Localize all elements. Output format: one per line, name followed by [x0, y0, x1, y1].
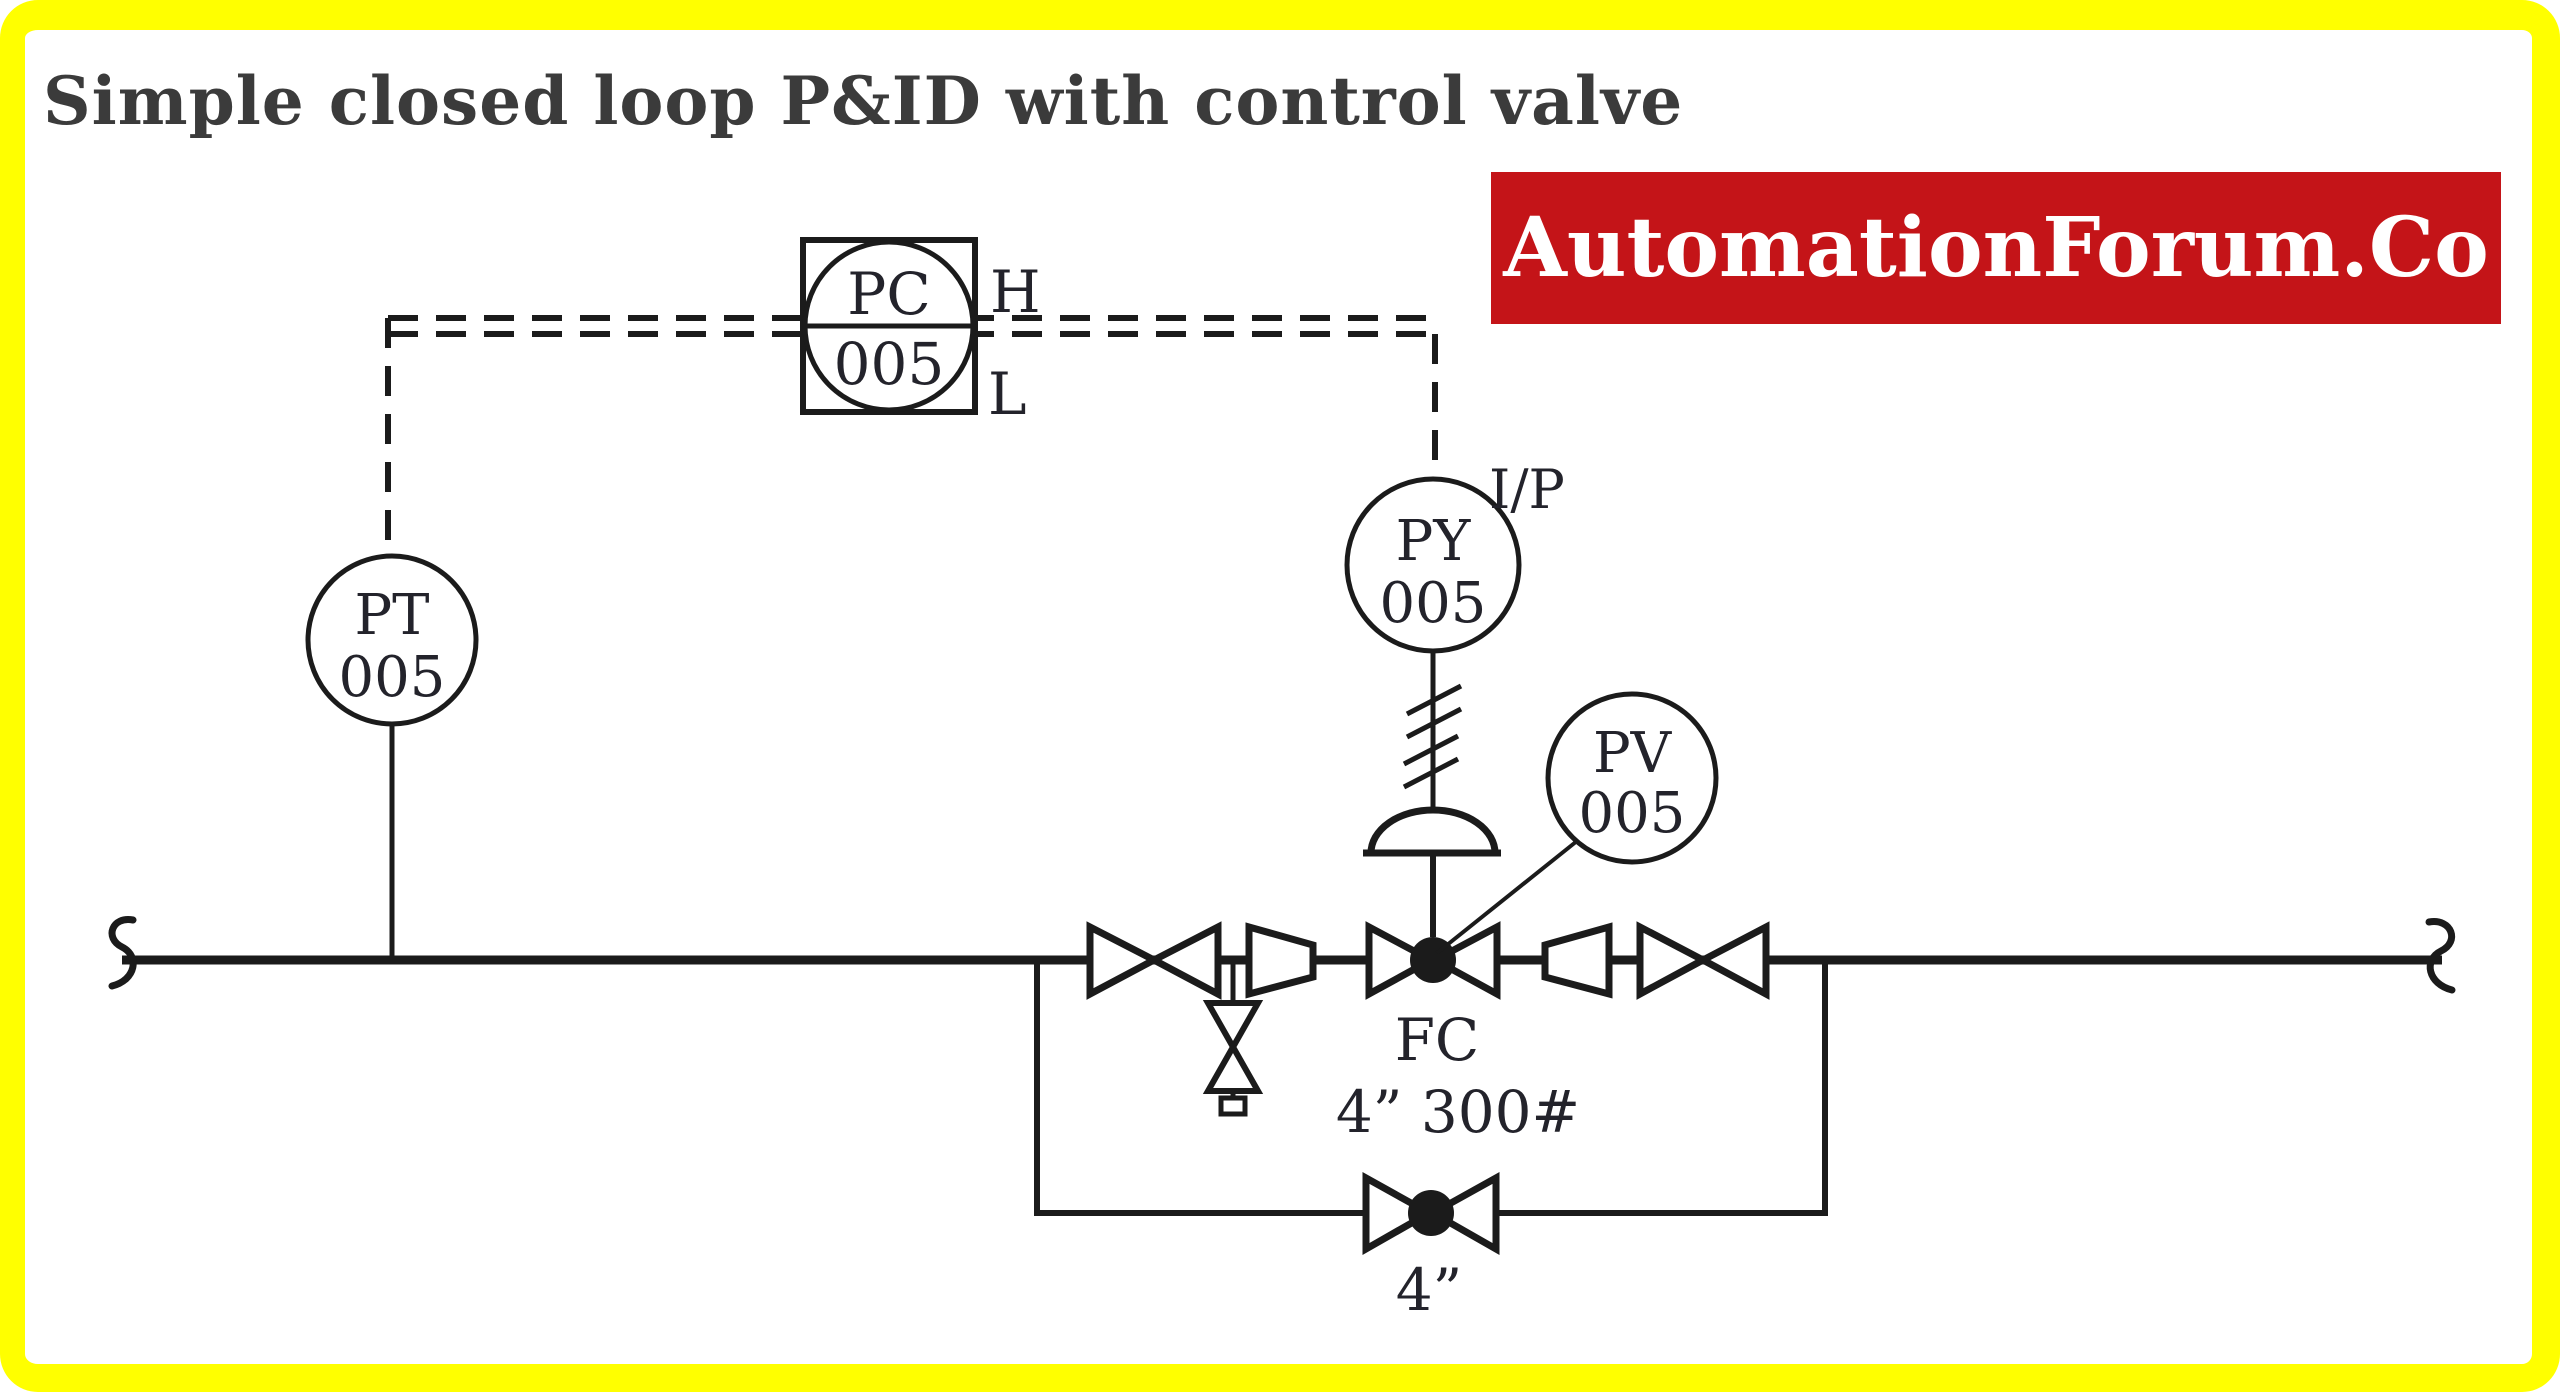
pneumatic-signal-line	[1402, 651, 1463, 810]
drain-valve-icon	[1202, 960, 1264, 1117]
high-alarm-label: H	[990, 258, 1041, 326]
pv-tag-function: PV	[1593, 721, 1673, 786]
control-valve-size-label: 4” 300#	[1336, 1078, 1580, 1146]
bypass-valve-size-label: 4”	[1396, 1256, 1463, 1324]
pt-tag-number: 005	[339, 645, 446, 710]
reducer-left-icon	[1245, 922, 1317, 999]
py-tag-number: 005	[1380, 571, 1487, 636]
py-tag-function: PY	[1396, 509, 1472, 574]
py-converter-symbol: PY 005 I/P	[1344, 458, 1565, 654]
gate-valve-left-icon	[1086, 921, 1222, 1000]
pipe-break-symbol-right	[2425, 918, 2456, 994]
ip-converter-label: I/P	[1489, 458, 1565, 521]
pv-tag-symbol: PV 005	[1435, 691, 1719, 955]
expander-right-icon	[1541, 922, 1613, 999]
pc-tag-function: PC	[847, 260, 930, 328]
pc-tag-number: 005	[834, 330, 945, 398]
pc-controller-symbol: PC 005 H L	[800, 237, 1041, 428]
page-title: Simple closed loop P&ID with control val…	[43, 62, 1684, 140]
control-valve-icon	[1365, 921, 1501, 1000]
pt-transmitter-symbol: PT 005	[305, 553, 479, 727]
low-alarm-label: L	[988, 360, 1027, 428]
pipe-break-symbol-left	[108, 916, 137, 990]
bypass-valve-icon	[1362, 1172, 1500, 1256]
pv-tag-number: 005	[1579, 781, 1686, 846]
watermark-banner: AutomationForum.Co	[1491, 172, 2501, 324]
electric-signal-lines	[385, 315, 1438, 556]
pt-tag-function: PT	[354, 583, 429, 648]
gate-valve-right-icon	[1636, 921, 1770, 1000]
pid-diagram: PV 005 PT 005 PY 005 I/P PC 005 H L FC	[108, 237, 2456, 1324]
control-valve-action-label: FC	[1395, 1006, 1480, 1074]
watermark-text: AutomationForum.Co	[1503, 200, 2489, 296]
